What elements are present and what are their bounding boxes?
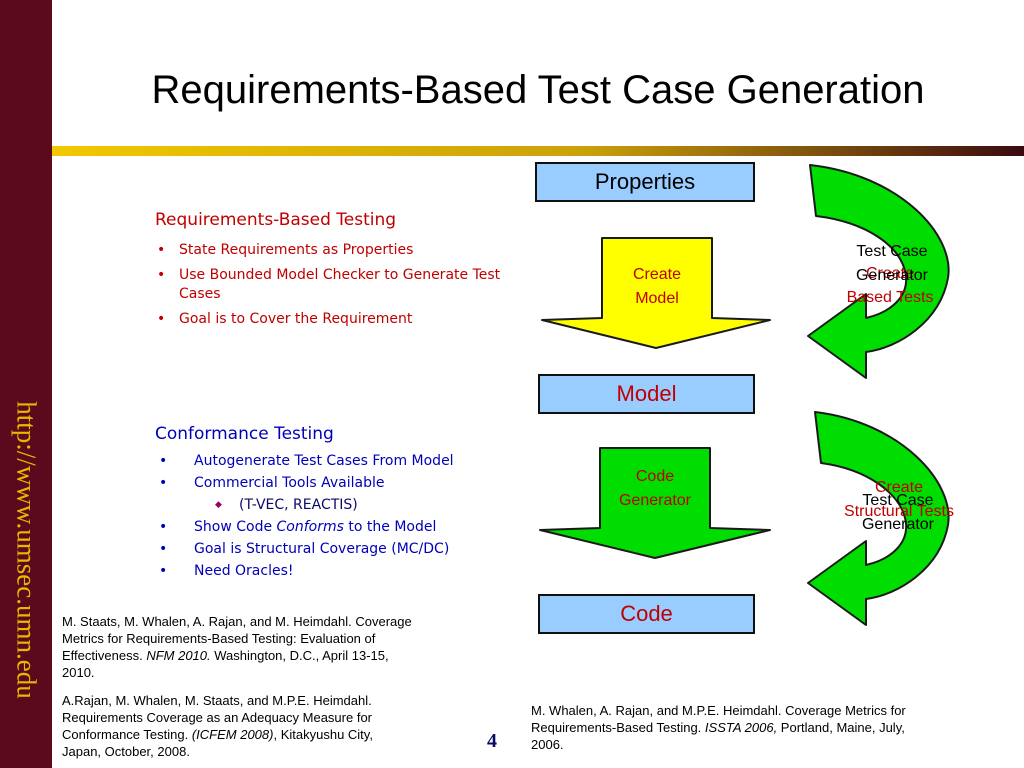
arrow-label-line: Generator bbox=[855, 267, 929, 284]
bullet-dot-icon: • bbox=[159, 475, 168, 491]
arrow-label-line: Based Tests bbox=[846, 289, 934, 306]
reference-line: Japan, October, 2008. bbox=[62, 744, 190, 759]
code-box: Code bbox=[538, 594, 755, 634]
bullet-dot-icon: • bbox=[159, 541, 168, 557]
bullet-text: Goal is Structural Coverage (MC/DC) bbox=[194, 541, 450, 557]
arrow-label-line: Create bbox=[632, 266, 682, 283]
bullet-dot-icon: • bbox=[159, 563, 168, 579]
reference-venue: NFM 2010. bbox=[146, 648, 211, 663]
reference-line: A.Rajan, M. Whalen, M. Staats, and M.P.E… bbox=[62, 693, 372, 708]
reference-line: M. Staats, M. Whalen, A. Rajan, and M. H… bbox=[62, 614, 412, 629]
reference-text: Portland, Maine, July, bbox=[777, 720, 905, 735]
test-case-generator-label-top: Test Case Generator bbox=[822, 240, 962, 288]
bullet-text: to the Model bbox=[343, 519, 437, 535]
code-generator-label: Code Generator bbox=[600, 465, 710, 513]
bullet-text: Autogenerate Test Cases From Model bbox=[194, 453, 454, 469]
curved-arrow-top bbox=[807, 164, 950, 379]
reference-text: Conformance Testing. bbox=[62, 727, 192, 742]
reference-icfem-2008: A.Rajan, M. Whalen, M. Staats, and M.P.E… bbox=[62, 692, 482, 760]
conformance-testing-heading: Conformance Testing bbox=[155, 424, 334, 444]
bullet-dot-icon: • bbox=[159, 453, 168, 469]
bullet-text: Need Oracles! bbox=[194, 563, 294, 579]
arrow-label-line: Create bbox=[865, 265, 915, 282]
page-number: 4 bbox=[487, 730, 497, 752]
slide-title: Requirements-Based Test Case Generation bbox=[151, 68, 925, 112]
reference-line: Requirements Coverage as an Adequacy Mea… bbox=[62, 710, 373, 725]
bullet-dot-icon: • bbox=[159, 519, 168, 535]
side-band bbox=[0, 0, 52, 768]
arrow-label-line: Generator bbox=[618, 492, 692, 509]
list-item: • Commercial Tools Available bbox=[155, 472, 535, 494]
arrow-label-line: Code bbox=[635, 468, 675, 485]
list-item: • Need Oracles! bbox=[155, 560, 535, 582]
arrow-label-line: Generator bbox=[861, 516, 935, 533]
reference-text: , Kitakyushu City, bbox=[273, 727, 373, 742]
list-item: • Use Bounded Model Checker to Generate … bbox=[155, 266, 535, 304]
arrow-label-line: Test Case bbox=[856, 243, 928, 260]
reference-line: Effectiveness. NFM 2010. Washington, D.C… bbox=[62, 647, 502, 664]
reference-line: Requirements-Based Testing. ISSTA 2006, … bbox=[531, 719, 1011, 736]
reference-line: Conformance Testing. (ICFEM 2008), Kitak… bbox=[62, 726, 482, 743]
arrow-label-line: Structural Tests bbox=[844, 503, 954, 520]
list-item: • State Requirements as Properties bbox=[155, 241, 535, 260]
reference-venue: (ICFEM 2008) bbox=[191, 727, 274, 742]
bullet-dot-icon: • bbox=[157, 267, 166, 283]
curved-arrow-bottom bbox=[807, 411, 950, 626]
properties-box: Properties bbox=[535, 162, 755, 202]
test-case-generator-label-bottom: Test Case Generator bbox=[828, 489, 968, 537]
bullet-text-emphasis: Conforms bbox=[276, 519, 344, 535]
bullet-text: Show Code bbox=[194, 519, 277, 535]
reference-line: Metrics for Requirements-Based Testing: … bbox=[62, 631, 376, 646]
conformance-testing-bullets: • Autogenerate Test Cases From Model • C… bbox=[155, 450, 535, 582]
create-model-arrow bbox=[541, 237, 771, 349]
reference-line: 2010. bbox=[62, 665, 95, 680]
bullet-text: (T-VEC, REACTIS) bbox=[239, 497, 358, 513]
reference-line: 2006. bbox=[531, 737, 564, 752]
model-box: Model bbox=[538, 374, 755, 414]
arrow-label-line: Model bbox=[635, 290, 679, 307]
bullet-text: Commercial Tools Available bbox=[194, 475, 385, 491]
arrow-label-line: Create bbox=[874, 479, 924, 496]
list-item: ◆ (T-VEC, REACTIS) bbox=[155, 494, 535, 516]
reference-issta-2006: M. Whalen, A. Rajan, and M.P.E. Heimdahl… bbox=[531, 702, 1011, 753]
reference-text: Requirements-Based Testing. bbox=[531, 720, 705, 735]
reference-nfm-2010: M. Staats, M. Whalen, A. Rajan, and M. H… bbox=[62, 613, 502, 681]
requirements-testing-bullets: • State Requirements as Properties • Use… bbox=[155, 241, 535, 329]
create-structural-tests-label: Create Structural Tests bbox=[829, 476, 969, 524]
reference-venue: ISSTA 2006, bbox=[704, 720, 778, 735]
bullet-text: Goal is to Cover the Requirement bbox=[179, 311, 413, 327]
create-based-tests-label: Create Based Tests bbox=[820, 262, 960, 310]
reference-text: Effectiveness. bbox=[62, 648, 147, 663]
diamond-bullet-icon: ◆ bbox=[215, 500, 222, 510]
requirements-testing-heading: Requirements-Based Testing bbox=[155, 210, 397, 230]
bullet-dot-icon: • bbox=[157, 311, 166, 327]
list-item: • Goal is to Cover the Requirement bbox=[155, 310, 535, 329]
reference-text: Washington, D.C., April 13-15, bbox=[210, 648, 389, 663]
bullet-text: State Requirements as Properties bbox=[179, 242, 414, 258]
bullet-dot-icon: • bbox=[157, 242, 166, 258]
arrow-label-line: Test Case bbox=[862, 492, 934, 509]
create-model-label: Create Model bbox=[602, 263, 712, 311]
list-item: • Show Code Conforms to the Model bbox=[155, 516, 535, 538]
title-divider bbox=[52, 146, 1024, 156]
bullet-text: Use Bounded Model Checker to Generate Te… bbox=[179, 267, 501, 302]
list-item: • Goal is Structural Coverage (MC/DC) bbox=[155, 538, 535, 560]
code-generator-arrow bbox=[539, 447, 771, 559]
reference-line: M. Whalen, A. Rajan, and M.P.E. Heimdahl… bbox=[531, 703, 906, 718]
list-item: • Autogenerate Test Cases From Model bbox=[155, 450, 535, 472]
